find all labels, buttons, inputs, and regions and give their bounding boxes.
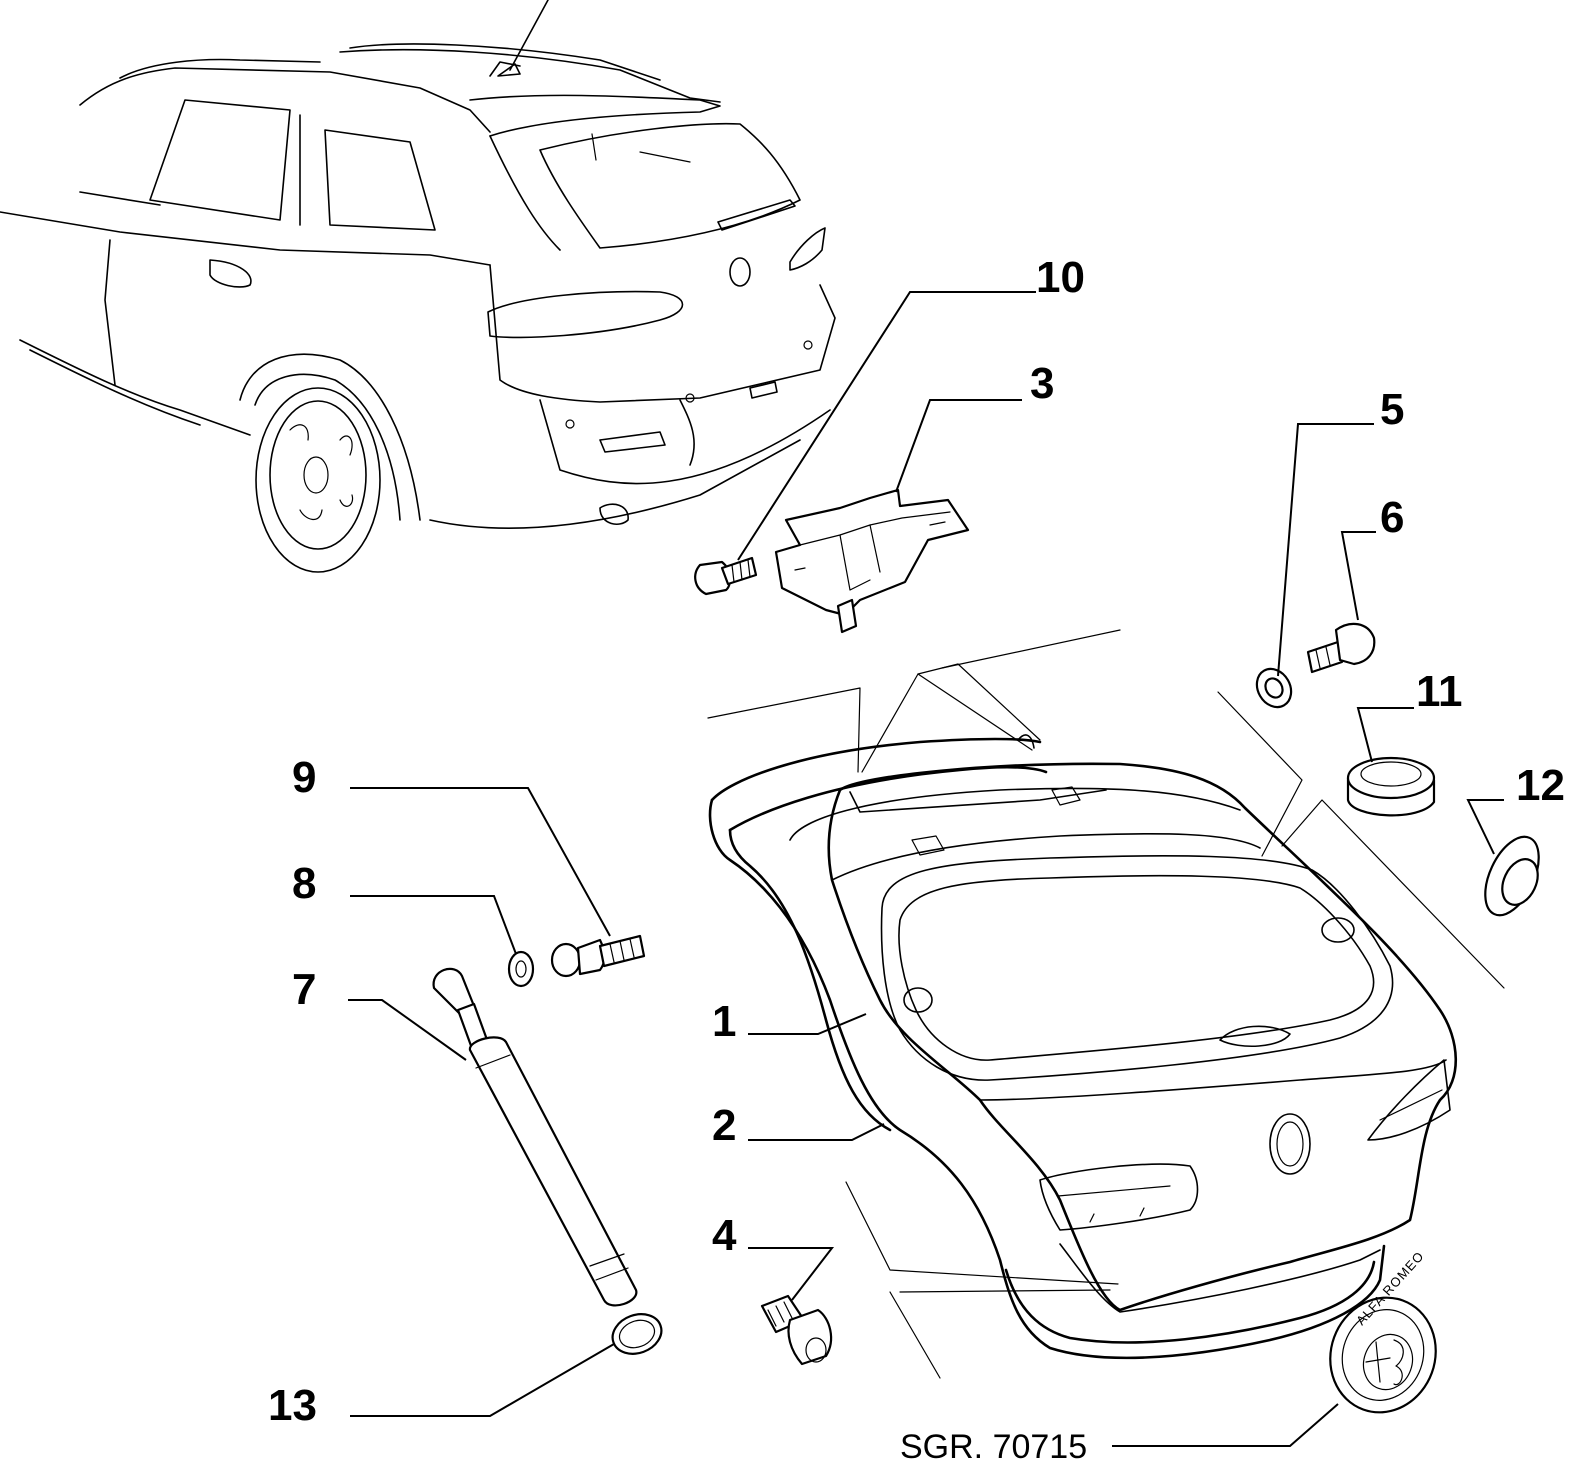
bolt-part-6 [1306, 622, 1376, 674]
callout-7: 7 [292, 965, 316, 1014]
seal-ring-part-13 [611, 1313, 663, 1355]
callout-2: 2 [712, 1101, 736, 1150]
nut-part-8 [507, 950, 535, 988]
callout-6: 6 [1380, 493, 1404, 542]
callout-3: 3 [1030, 359, 1054, 408]
stop-bolt-part-4 [760, 1294, 833, 1366]
grommet-part-12 [1484, 835, 1540, 917]
callout-5: 5 [1380, 385, 1404, 434]
car-illustration [0, 0, 836, 573]
striker-bracket-part-3 [774, 488, 970, 634]
callout-1: 1 [712, 997, 736, 1046]
leader-lines [348, 291, 1505, 1447]
tailgate-part-1 [789, 762, 1457, 1313]
callout-11: 11 [1416, 667, 1463, 716]
callout-10: 10 [1036, 253, 1085, 302]
callout-13: 13 [268, 1381, 317, 1430]
bump-stop-part-11 [1346, 756, 1436, 817]
alfa-romeo-badge: ALFA ROMEO [1329, 1248, 1437, 1414]
diagram-reference-code: SGR. 70715 [900, 1428, 1087, 1466]
gas-strut-part-7 [432, 967, 638, 1307]
callout-12: 12 [1516, 761, 1565, 810]
washer-part-5 [1255, 667, 1293, 709]
callout-9: 9 [292, 753, 316, 802]
ball-stud-part-9 [550, 934, 646, 978]
bolt-part-10 [694, 556, 758, 596]
callout-8: 8 [292, 859, 316, 908]
callout-labels: 10 3 5 6 11 12 9 8 7 1 2 4 13 SGR. 70715 [268, 253, 1565, 1466]
callout-4: 4 [712, 1211, 737, 1260]
tailgate-seal-part-2 [708, 734, 1386, 1360]
